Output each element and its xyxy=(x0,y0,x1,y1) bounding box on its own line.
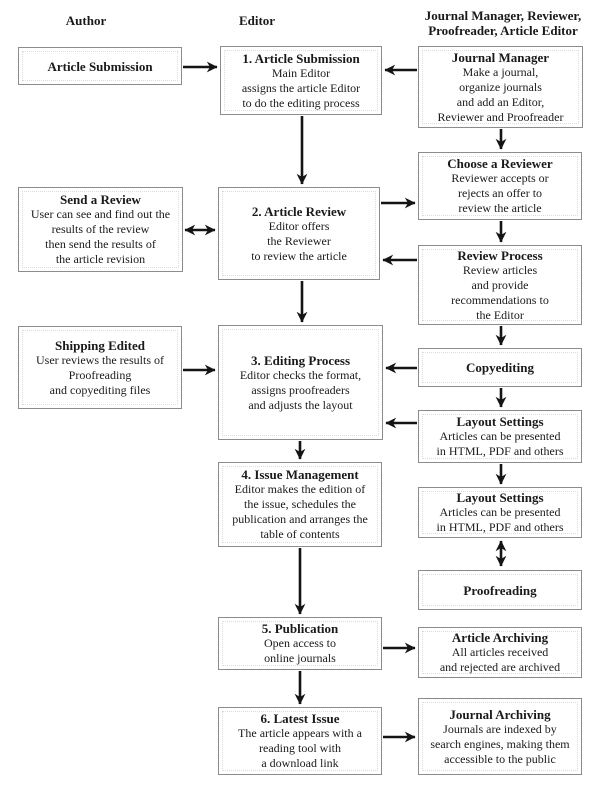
box-title: Layout Settings xyxy=(456,490,544,505)
box-title: Review Process xyxy=(457,247,543,263)
box-line: a download link xyxy=(261,756,339,770)
box-layout-settings-1: Layout Settings Articles can be presente… xyxy=(418,410,582,463)
box-title: Send a Review xyxy=(60,192,141,207)
box-step6-latest-issue: 6. Latest Issue The article appears with… xyxy=(218,707,382,775)
box-step3-editing-process: 3. Editing Process Editor checks the for… xyxy=(218,325,383,440)
box-title: 3. Editing Process xyxy=(250,352,351,368)
box-line: Reviewer accepts or xyxy=(451,171,549,185)
column-header-manager: Journal Manager, Reviewer, Proofreader, … xyxy=(408,8,598,38)
box-line: Articles can be presented xyxy=(439,505,561,519)
box-line: search engines, making them xyxy=(430,736,570,751)
box-line: recommendations to xyxy=(451,292,549,307)
box-line: reading tool with xyxy=(259,741,341,755)
column-header-manager-line1: Journal Manager, Reviewer, xyxy=(424,8,582,23)
box-line: then send the results of xyxy=(45,237,156,251)
box-choose-reviewer: Choose a Reviewer Reviewer accepts or re… xyxy=(418,152,582,220)
box-title: 4. Issue Management xyxy=(241,467,359,482)
box-line: Review articles xyxy=(462,262,538,277)
box-line: Reviewer and Proofreader xyxy=(437,109,564,124)
box-journal-manager: Journal Manager Make a journal, organize… xyxy=(418,46,583,128)
column-header-editor: Editor xyxy=(238,13,276,28)
box-title: 1. Article Submission xyxy=(242,50,360,66)
box-send-review: Send a Review User can see and find out … xyxy=(18,187,183,272)
box-line: and rejected are archived xyxy=(439,660,561,674)
box-step2-article-review: 2. Article Review Editor offers the Revi… xyxy=(218,187,380,280)
box-line: table of contents xyxy=(260,527,340,541)
box-line: Journals are indexed by xyxy=(443,721,557,736)
box-line: online journals xyxy=(264,651,336,665)
box-line: the Editor xyxy=(476,307,524,322)
box-review-process: Review Process Review articles and provi… xyxy=(418,245,582,325)
box-line: Articles can be presented xyxy=(439,429,561,443)
box-line: assigns the article Editor xyxy=(241,80,361,95)
box-line: User reviews the results of xyxy=(36,352,164,367)
box-title: Journal Archiving xyxy=(449,706,551,722)
box-line: the article revision xyxy=(55,252,146,266)
box-title: Proofreading xyxy=(463,582,537,598)
box-line: and adjusts the layout xyxy=(248,397,353,412)
box-line: and copyediting files xyxy=(49,382,151,397)
box-line: organize journals xyxy=(459,79,542,94)
box-step4-issue-management: 4. Issue Management Editor makes the edi… xyxy=(218,462,382,547)
box-line: Editor makes the edition of xyxy=(234,482,366,496)
box-title: Journal Manager xyxy=(451,49,550,65)
box-line: and add an Editor, xyxy=(456,94,545,109)
box-line: in HTML, PDF and others xyxy=(436,520,564,534)
box-title: Article Submission xyxy=(47,58,153,74)
box-line: Open access to xyxy=(264,636,336,650)
box-journal-archiving: Journal Archiving Journals are indexed b… xyxy=(418,698,582,775)
box-shipping-edited: Shipping Edited User reviews the results… xyxy=(18,326,182,409)
box-article-archiving: Article Archiving All articles received … xyxy=(418,627,582,678)
box-proofreading: Proofreading xyxy=(418,570,582,610)
box-line: rejects an offer to xyxy=(457,186,543,200)
box-line: review the article xyxy=(458,201,542,215)
box-line: to review the article xyxy=(251,248,347,263)
box-line: All articles received xyxy=(451,645,549,659)
box-article-submission: Article Submission xyxy=(18,47,182,85)
box-line: results of the review xyxy=(51,222,150,236)
box-title: Choose a Reviewer xyxy=(447,156,553,171)
box-title: 2. Article Review xyxy=(251,203,347,219)
box-line: the issue, schedules the xyxy=(244,497,356,511)
box-copyediting: Copyediting xyxy=(418,348,582,387)
column-header-author: Author xyxy=(65,13,107,28)
box-title: Shipping Edited xyxy=(55,337,145,353)
box-line: to do the editing process xyxy=(242,95,360,110)
box-step5-publication: 5. Publication Open access to online jou… xyxy=(218,617,382,670)
box-line: the Reviewer xyxy=(267,233,331,248)
box-layout-settings-2: Layout Settings Articles can be presente… xyxy=(418,487,582,538)
box-line: Editor checks the format, xyxy=(239,367,362,382)
box-title: Layout Settings xyxy=(456,414,544,429)
box-line: assigns proofreaders xyxy=(251,382,350,397)
box-title: Article Archiving xyxy=(451,630,549,645)
box-title: 6. Latest Issue xyxy=(260,711,340,726)
box-line: The article appears with a xyxy=(238,726,362,740)
box-line: and provide xyxy=(471,277,529,292)
box-step1-article-submission: 1. Article Submission Main Editor assign… xyxy=(220,46,382,115)
box-line: accessible to the public xyxy=(444,751,556,766)
box-line: Proofreading xyxy=(68,367,132,382)
box-line: Editor offers xyxy=(268,218,330,233)
box-line: Main Editor xyxy=(271,65,331,80)
column-header-manager-line2: Proofreader, Article Editor xyxy=(428,23,578,38)
box-line: Make a journal, xyxy=(462,64,539,79)
box-line: User can see and find out the xyxy=(30,207,171,221)
box-title: 5. Publication xyxy=(261,621,339,636)
box-title: Copyediting xyxy=(466,360,534,375)
box-line: publication and arranges the xyxy=(232,512,368,526)
box-line: in HTML, PDF and others xyxy=(436,444,564,458)
